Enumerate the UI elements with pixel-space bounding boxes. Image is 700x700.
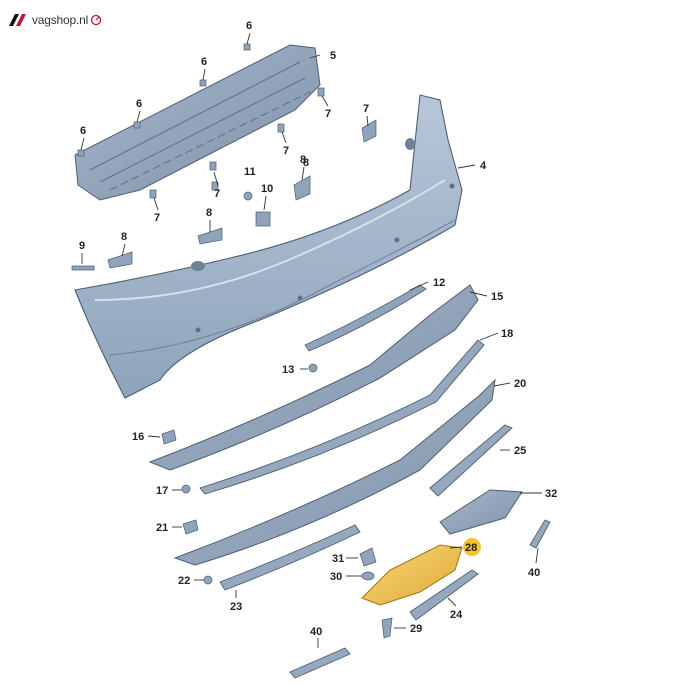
callout-labels: 6 6 6 6 5 7 7 7 7 7 8 8 8 8 11 10 9 4 12… xyxy=(79,20,557,638)
callout-label: 40 xyxy=(528,567,540,579)
callout-label: 17 xyxy=(156,485,168,497)
callout-label: 20 xyxy=(514,378,526,390)
part-bumper-cover xyxy=(74,94,463,399)
callout-label: 4 xyxy=(480,160,487,172)
callout-label: 29 xyxy=(410,623,422,635)
part-reflector-right xyxy=(529,519,551,549)
part-tow-hook-cover-highlighted xyxy=(361,544,463,606)
callout-label: 6 xyxy=(246,20,252,32)
brand-logo[interactable]: vagshop.nl xyxy=(8,10,102,30)
callout-label: 7 xyxy=(363,103,369,115)
callout-label: 21 xyxy=(156,522,168,534)
callout-label: 6 xyxy=(80,125,86,137)
callout-label: 25 xyxy=(514,445,526,457)
leader-lines xyxy=(80,32,542,648)
brand-name: vagshop.nl xyxy=(32,13,89,27)
callout-label: 22 xyxy=(178,575,190,587)
callout-label: 18 xyxy=(501,328,513,340)
part-carrier-bracket xyxy=(74,44,321,201)
callout-label: 9 xyxy=(79,240,85,252)
part-trim-strip xyxy=(304,284,427,352)
brand-flag-icon xyxy=(9,14,26,26)
callout-label: 6 xyxy=(201,56,207,68)
callout-label: 7 xyxy=(325,108,331,120)
part-side-bracket xyxy=(439,489,523,535)
part-reflector-left xyxy=(289,647,351,679)
highlight-callout-badge xyxy=(463,538,481,556)
part-lower-diffuser xyxy=(173,378,496,566)
callout-label: 8 xyxy=(300,154,306,166)
callout-label: 8 xyxy=(121,231,127,243)
callout-label: 11 xyxy=(244,166,256,178)
part-side-trim xyxy=(429,424,513,497)
callout-label: 23 xyxy=(230,601,242,613)
part-lower-strip-left xyxy=(219,524,361,591)
callout-label: 32 xyxy=(545,488,557,500)
callout-label: 8 xyxy=(206,207,212,219)
callout-label: 7 xyxy=(154,212,160,224)
callout-label: 13 xyxy=(282,364,294,376)
callout-label: 5 xyxy=(330,50,336,62)
callout-label: 40 xyxy=(310,626,322,638)
callout-label: 6 xyxy=(136,98,142,110)
callout-label: 7 xyxy=(283,145,289,157)
callout-label: 31 xyxy=(332,553,344,565)
part-upper-diffuser xyxy=(148,284,479,471)
callout-label: 15 xyxy=(491,291,503,303)
fastener-parts xyxy=(71,43,393,639)
callout-label: 12 xyxy=(433,277,445,289)
callout-label-highlighted: 28 xyxy=(465,542,477,554)
callout-label: 24 xyxy=(450,609,463,621)
callout-label: 10 xyxy=(261,183,273,195)
part-upper-molding xyxy=(199,339,485,495)
callout-label: 30 xyxy=(330,571,342,583)
callout-label: 8 xyxy=(303,157,309,169)
callout-label: 16 xyxy=(132,431,144,443)
part-lower-strip-right xyxy=(409,569,479,621)
callout-label: 7 xyxy=(214,188,220,200)
brand-gauge-icon xyxy=(90,14,102,26)
